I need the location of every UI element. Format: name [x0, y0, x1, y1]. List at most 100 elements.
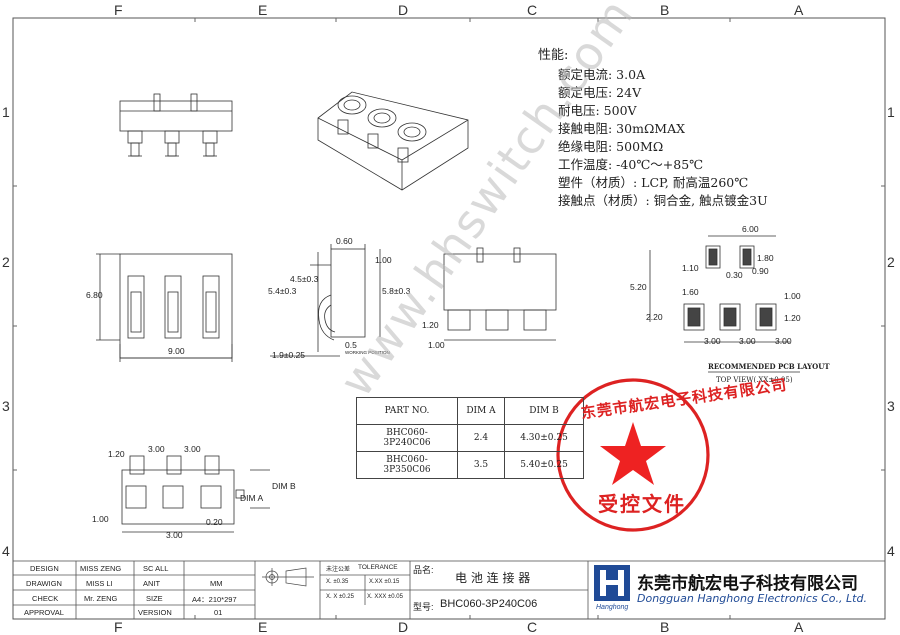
- spec-withstand-voltage: 耐电压: 500V: [558, 103, 637, 118]
- tb-design-label: DESIGN: [30, 564, 59, 573]
- dim-side-54: 5.4±0.3: [268, 286, 297, 296]
- table-header-part: PART NO.: [356, 397, 458, 425]
- spec-rated-voltage: 额定电压: 24V: [558, 85, 642, 100]
- table-header-dimb: DIM B: [504, 397, 584, 425]
- tb-product-name: 电 池 连 接 器: [455, 571, 531, 585]
- dim-right-120: 1.20: [422, 320, 439, 330]
- table-cell: 4.30±0.25: [504, 424, 584, 452]
- dim-side-working: WORKING POSITION: [345, 350, 390, 355]
- isometric-view-drawing: [317, 91, 469, 191]
- tb-model-label: 型号:: [413, 602, 434, 612]
- dim-side-a: 1.00: [375, 255, 392, 265]
- dim-bottom-dima: DIM A: [240, 493, 264, 503]
- title-block-grid: [12, 560, 886, 620]
- specs-title: 性能:: [538, 48, 569, 63]
- zone-letter-a-top: A: [794, 2, 804, 18]
- zone-letter-d-top: D: [398, 2, 409, 18]
- tb-unit-label: ANIT: [143, 579, 161, 588]
- spec-operating-temperature: 工作温度: -40℃～+85℃: [558, 157, 704, 172]
- dim-pcb-300a: 3.00: [704, 336, 721, 346]
- projection-symbol-icon: [262, 567, 314, 587]
- dim-pcb-160: 1.60: [682, 287, 699, 297]
- tb-scale-label: SC ALL: [143, 564, 169, 573]
- table-row: BHC060-3P350C06 3.5 5.40±0.25: [356, 451, 584, 479]
- tb-drawing-label: DRAWIGN: [26, 579, 62, 588]
- zone-letter-e-top: E: [258, 2, 268, 18]
- tb-product-label: 品名:: [413, 565, 434, 575]
- tb-version-label: VERSION: [138, 608, 172, 617]
- tb-design-name: MISS ZENG: [80, 564, 122, 573]
- tb-tol-3: X. X ±0.25: [326, 594, 354, 600]
- spec-rated-current: 额定电流: 3.0A: [558, 67, 646, 82]
- part-number-table: PART NO. DIM A DIM B BHC060-3P240C06 2.4…: [356, 397, 584, 479]
- tb-tol-1: X. ±0.35: [326, 579, 349, 585]
- pcb-caption-title: RECOMMENDED PCB LAYOUT: [708, 362, 830, 371]
- hanghong-logo-icon: [594, 565, 630, 601]
- bottom-view-drawing: [121, 455, 270, 533]
- company-name-en: Dongguan Hanghong Electronics Co., Ltd.: [637, 592, 867, 605]
- zone-letter-d-bottom: D: [398, 619, 409, 635]
- tb-check-label: CHECK: [32, 594, 59, 603]
- dim-right-100: 1.00: [428, 340, 445, 350]
- table-cell: BHC060-3P350C06: [356, 451, 458, 479]
- zone-letter-a-bottom: A: [794, 619, 804, 635]
- dim-pcb-520: 5.20: [630, 282, 647, 292]
- pcb-layout-drawing: [649, 235, 800, 373]
- dim-pcb-220: 2.20: [646, 312, 663, 322]
- side-view-drawing: [270, 244, 381, 357]
- dim-side-45: 4.5±0.3: [290, 274, 319, 284]
- table-cell: 3.5: [457, 451, 505, 479]
- tb-size-label: SIZE: [146, 594, 163, 603]
- table-cell: BHC060-3P240C06: [356, 424, 458, 452]
- dim-front-height: 6.80: [86, 290, 103, 300]
- dim-bottom-300c: 3.00: [166, 530, 183, 540]
- zone-num-4-right: 4: [887, 543, 895, 559]
- dim-pcb-110: 1.10: [682, 263, 699, 273]
- company-name-cn: 东莞市航宏电子科技有限公司: [637, 574, 858, 594]
- tb-tol-4: X. XXX ±0.05: [367, 594, 403, 600]
- dim-pcb-030: 0.30: [726, 270, 743, 280]
- logo-text: Hanghong: [596, 604, 629, 611]
- tb-tol-2: X.XX ±0.15: [369, 579, 400, 585]
- zone-num-1-right: 1: [887, 104, 895, 120]
- front-view-drawing: [96, 253, 233, 362]
- dim-side-19: 1.9±0.25: [272, 350, 306, 360]
- pcb-caption-view: TOP VIEW(.XX±0.05): [716, 376, 793, 384]
- top-view-drawing: [119, 93, 233, 157]
- zone-num-2-right: 2: [887, 254, 895, 270]
- dim-side-58: 5.8±0.3: [382, 286, 411, 296]
- zone-num-1-left: 1: [2, 104, 10, 120]
- dim-front-width: 9.00: [168, 346, 185, 356]
- dim-bottom-dimb: DIM B: [272, 481, 296, 491]
- zone-letter-f-bottom: F: [114, 619, 123, 635]
- zone-letter-b-bottom: B: [660, 619, 670, 635]
- zone-num-4-left: 4: [2, 543, 10, 559]
- dim-bottom-100: 1.00: [92, 514, 109, 524]
- dim-bottom-120: 1.20: [108, 449, 125, 459]
- tb-version-value: 01: [214, 608, 223, 617]
- dim-pcb-300c: 3.00: [775, 336, 792, 346]
- dim-side-top: 0.60: [336, 236, 353, 246]
- dim-pcb-300b: 3.00: [739, 336, 756, 346]
- tb-check-name: Mr. ZENG: [84, 594, 118, 603]
- zone-letter-c-bottom: C: [527, 619, 538, 635]
- tb-drawing-name: MISS LI: [86, 579, 113, 588]
- dim-pcb-100: 1.00: [784, 291, 801, 301]
- tb-tol-note: 未注公差: [326, 567, 351, 573]
- zone-letter-f-top: F: [114, 2, 123, 18]
- spec-housing-material: 塑件（材质）: LCP, 耐高温260℃: [558, 175, 749, 190]
- tb-model-value: BHC060-3P240C06: [440, 598, 538, 610]
- dim-side-05: 0.5: [345, 340, 357, 350]
- dim-pcb-180: 1.80: [757, 253, 774, 263]
- stamp-star-icon: [600, 422, 666, 485]
- table-row: BHC060-3P240C06 2.4 4.30±0.25: [356, 424, 584, 452]
- zone-num-3-left: 3: [2, 398, 10, 414]
- tb-unit-value: MM: [210, 579, 223, 588]
- spec-contact-material: 接触点（材质）: 铜合金, 触点镀金3U: [558, 193, 768, 208]
- table-cell: 5.40±0.25: [504, 451, 584, 479]
- zone-letter-b-top: B: [660, 2, 670, 18]
- zone-num-3-right: 3: [887, 398, 895, 414]
- tb-size-value: A4：210*297: [192, 595, 237, 604]
- spec-insulation-resistance: 绝缘电阻: 500MΩ: [558, 139, 664, 154]
